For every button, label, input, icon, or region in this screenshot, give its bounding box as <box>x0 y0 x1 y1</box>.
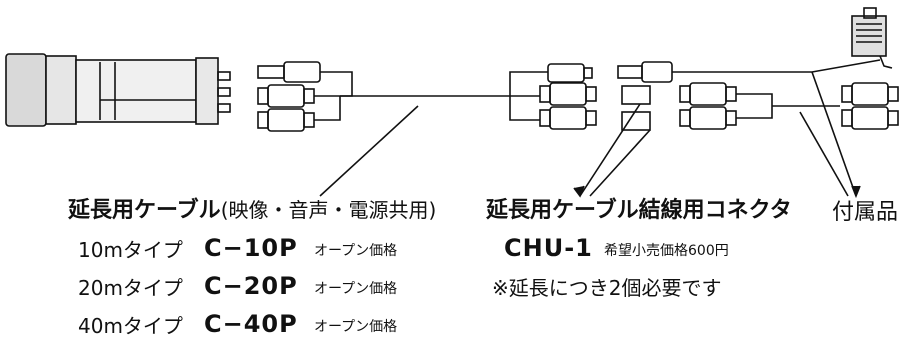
connector-model: CHU-1 <box>504 234 593 262</box>
row-price: オープン価格 <box>314 243 398 259</box>
chu1-couplers <box>579 61 673 197</box>
extension-cable-title: 延長用ケーブル(映像・音声・電源共用) <box>68 198 437 223</box>
camera-illustration <box>5 53 231 127</box>
accessories-label: 付属品 <box>832 200 899 225</box>
row-type: 10mタイプ <box>78 238 183 262</box>
row-model: C−10P <box>204 234 298 262</box>
accessory-rca-cables <box>841 82 899 130</box>
pointer-lines <box>319 71 861 199</box>
connector-note: ※延長につき2個必要です <box>492 276 722 300</box>
row-price: オープン価格 <box>314 281 398 297</box>
output-connectors <box>672 59 881 130</box>
ac-adapter-illustration <box>851 7 893 69</box>
extension-cable-connectors <box>509 63 597 130</box>
row-type: 20mタイプ <box>78 276 183 300</box>
row-price: オープン価格 <box>314 319 398 335</box>
camera-connectors <box>257 61 510 132</box>
row-model: C−20P <box>204 272 298 300</box>
connector-price: 希望小売価格600円 <box>604 243 729 259</box>
extension-cable-subtitle: (映像・音声・電源共用) <box>220 198 437 222</box>
row-model: C−40P <box>204 310 298 338</box>
row-type: 40mタイプ <box>78 314 183 338</box>
connector-title: 延長用ケーブル結線用コネクタ <box>486 198 792 223</box>
